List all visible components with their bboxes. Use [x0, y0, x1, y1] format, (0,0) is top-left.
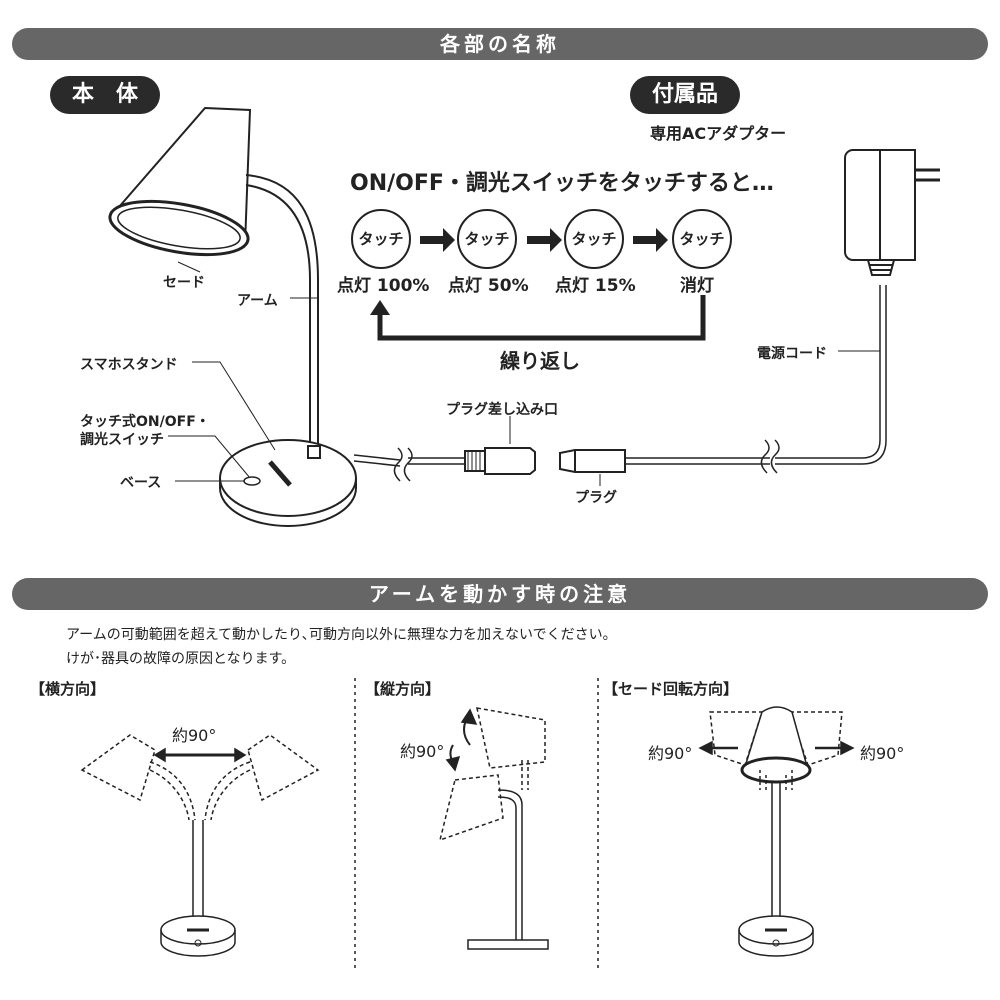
level-15: 点灯 15%: [555, 276, 636, 296]
shade-rim: [108, 199, 250, 257]
angle-rotation-left: 約90°: [648, 744, 693, 763]
section-vertical: 【縦方向】: [365, 680, 441, 698]
label-shade: セード: [163, 275, 205, 291]
section-header-parts: 各部の名称: [12, 28, 988, 60]
angle-horizontal: 約90°: [172, 726, 217, 745]
touch-step-4: タッチ: [672, 209, 732, 269]
label-phone-stand: スマホスタンド: [80, 357, 178, 373]
section-shade-rotation: 【セード回転方向】: [603, 680, 739, 698]
section-horizontal: 【横方向】: [30, 680, 106, 698]
touch-title: ON/OFF・調光スイッチをタッチすると…: [350, 171, 774, 196]
touch-step-2: タッチ: [457, 209, 517, 269]
parts-diagram: [108, 106, 940, 527]
caution-text-2: けが･器具の故障の原因となります。: [66, 651, 296, 667]
label-plug-socket: プラグ差し込み口: [446, 402, 558, 418]
angle-vertical: 約90°: [400, 742, 445, 761]
caution-text-1: アームの可動範囲を超えて動かしたり､可動方向以外に無理な力を加えないでください。: [66, 627, 617, 643]
adapter-title: 専用ACアダプター: [650, 124, 787, 143]
label-base: ベース: [120, 475, 162, 491]
plug-socket-shape: [484, 447, 536, 475]
label-touch-switch-2: 調光スイッチ: [80, 432, 164, 448]
label-arm: アーム: [237, 293, 278, 309]
main-body-pill: 本 体: [50, 76, 160, 114]
level-100: 点灯 100%: [337, 276, 430, 296]
level-50: 点灯 50%: [448, 276, 529, 296]
touch-step-3: タッチ: [564, 209, 624, 269]
label-plug: プラグ: [575, 490, 617, 506]
label-touch-switch-1: タッチ式ON/OFF・: [80, 414, 210, 430]
arm-shape: [245, 174, 319, 455]
level-off: 消灯: [680, 276, 714, 296]
angle-rotation-right: 約90°: [860, 744, 905, 763]
touch-step-1: タッチ: [351, 209, 411, 269]
label-power-cord: 電源コード: [757, 346, 827, 362]
section-header-caution: アームを動かす時の注意: [12, 578, 988, 610]
accessory-pill: 付属品: [630, 76, 740, 114]
repeat-label: 繰り返し: [500, 349, 580, 373]
